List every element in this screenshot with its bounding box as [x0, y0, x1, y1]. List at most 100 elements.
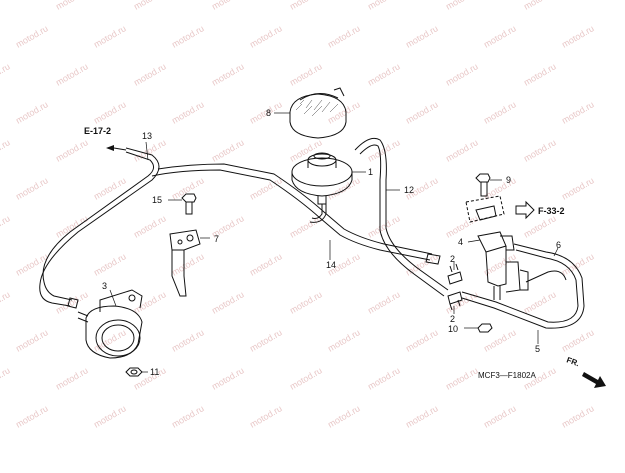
- reference-arrow-f33: [515, 200, 535, 220]
- watermark-text: motod.ru: [560, 327, 596, 353]
- callout-6: 6: [556, 240, 561, 250]
- grommet-part-10: [477, 323, 493, 333]
- watermark-text: motod.ru: [170, 99, 206, 125]
- valve-part-1: [291, 152, 353, 223]
- watermark-text: motod.ru: [210, 0, 246, 12]
- watermark-text: motod.ru: [14, 99, 50, 125]
- watermark-text: motod.ru: [326, 99, 362, 125]
- watermark-text: motod.ru: [54, 0, 90, 12]
- watermark-text: motod.ru: [132, 61, 168, 87]
- reference-e17: E-17-2: [84, 126, 111, 136]
- callout-2-upper: 2: [450, 254, 455, 264]
- callout-11: 11: [150, 367, 159, 377]
- watermark-text: motod.ru: [560, 251, 596, 277]
- watermark-text: motod.ru: [54, 137, 90, 163]
- watermark-text: motod.ru: [366, 289, 402, 315]
- watermark-text: motod.ru: [0, 0, 12, 12]
- watermark-text: motod.ru: [92, 403, 128, 429]
- watermark-text: motod.ru: [248, 403, 284, 429]
- leader-lines: [109, 112, 559, 373]
- watermark-text: motod.ru: [444, 61, 480, 87]
- watermark-text: motod.ru: [14, 23, 50, 49]
- watermark-text: motod.ru: [404, 327, 440, 353]
- watermark-text: motod.ru: [210, 61, 246, 87]
- front-arrow-icon: [582, 372, 606, 388]
- watermark-text: motod.ru: [170, 175, 206, 201]
- watermark-text: motod.ru: [444, 137, 480, 163]
- watermark-text: motod.ru: [170, 327, 206, 353]
- watermark-text: motod.ru: [14, 403, 50, 429]
- watermark-text: motod.ru: [132, 0, 168, 12]
- watermark-text: motod.ru: [366, 0, 402, 12]
- watermark-text: motod.ru: [560, 403, 596, 429]
- watermark-text: motod.ru: [92, 99, 128, 125]
- watermark-text: motod.ru: [444, 0, 480, 12]
- reference-arrow-e17: [106, 145, 127, 151]
- callout-3: 3: [102, 281, 107, 291]
- watermark-text: motod.ru: [560, 99, 596, 125]
- callout-2-lower: 2: [450, 314, 455, 324]
- watermark-text: motod.ru: [366, 61, 402, 87]
- watermark-text: motod.ru: [14, 175, 50, 201]
- watermark-text: motod.ru: [54, 289, 90, 315]
- watermark-text: motod.ru: [170, 23, 206, 49]
- bolt-part-15: [181, 193, 197, 215]
- watermark-text: motod.ru: [54, 61, 90, 87]
- watermark-text: motod.ru: [210, 289, 246, 315]
- watermark-text: motod.ru: [326, 403, 362, 429]
- watermark-text: motod.ru: [288, 365, 324, 391]
- watermark-text: motod.ru: [522, 289, 558, 315]
- watermark-text: motod.ru: [14, 327, 50, 353]
- watermark-text: motod.ru: [170, 403, 206, 429]
- callout-13: 13: [142, 131, 152, 141]
- hose-13-14: [39, 147, 441, 309]
- watermark-text: motod.ru: [560, 23, 596, 49]
- canister-part-3: [77, 289, 143, 359]
- callout-7: 7: [214, 234, 219, 244]
- watermark-text: motod.ru: [482, 403, 518, 429]
- watermark-text: motod.ru: [366, 365, 402, 391]
- watermark-text: motod.ru: [92, 251, 128, 277]
- watermark-text: motod.ru: [0, 137, 12, 163]
- hose-5-6: [461, 243, 585, 329]
- watermark-text: motod.ru: [560, 175, 596, 201]
- watermark-text: motod.ru: [404, 99, 440, 125]
- callout-8: 8: [266, 108, 271, 118]
- watermark-text: motod.ru: [0, 365, 12, 391]
- callout-12: 12: [404, 185, 414, 195]
- watermark-text: motod.ru: [444, 365, 480, 391]
- watermark-text: motod.ru: [248, 251, 284, 277]
- hose-12: [354, 137, 449, 297]
- callout-14: 14: [326, 260, 336, 270]
- watermark-text: motod.ru: [92, 175, 128, 201]
- watermark-text: motod.ru: [248, 327, 284, 353]
- watermark-text: motod.ru: [248, 23, 284, 49]
- watermark-text: motod.ru: [210, 365, 246, 391]
- watermark-text: motod.ru: [366, 213, 402, 239]
- watermark-text: motod.ru: [210, 137, 246, 163]
- watermark-text: motod.ru: [288, 289, 324, 315]
- watermark-text: motod.ru: [326, 175, 362, 201]
- watermark-text: motod.ru: [326, 327, 362, 353]
- watermark-text: motod.ru: [170, 251, 206, 277]
- watermark-text: motod.ru: [482, 327, 518, 353]
- watermark-text: motod.ru: [444, 213, 480, 239]
- diagram-code: MCF3—F1802A: [478, 371, 536, 380]
- watermark-text: motod.ru: [404, 23, 440, 49]
- callout-9: 9: [506, 175, 511, 185]
- watermark-text: motod.ru: [0, 213, 12, 239]
- watermark-text: motod.ru: [132, 213, 168, 239]
- watermark-text: motod.ru: [288, 0, 324, 12]
- callout-15: 15: [152, 195, 162, 205]
- joint-part-2: [447, 263, 463, 311]
- watermark-text: motod.ru: [482, 99, 518, 125]
- watermark-text: motod.ru: [482, 23, 518, 49]
- bracket-part-7: [169, 229, 201, 297]
- callout-5: 5: [535, 344, 540, 354]
- watermark-text: motod.ru: [326, 23, 362, 49]
- watermark-text: motod.ru: [288, 61, 324, 87]
- callout-1: 1: [368, 167, 373, 177]
- front-marker: FR.: [565, 355, 580, 368]
